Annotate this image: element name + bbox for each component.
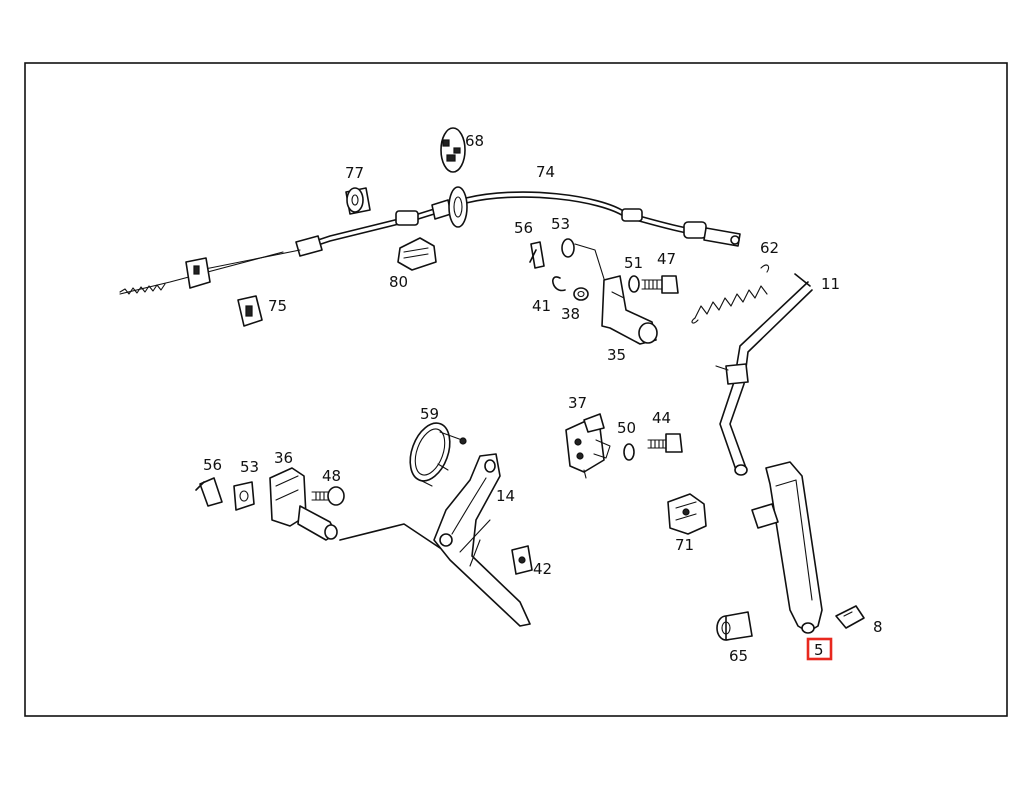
part-65-switch[interactable]	[716, 611, 753, 641]
part-71-sensor[interactable]	[667, 493, 707, 535]
part-14-pedal-lever[interactable]	[433, 453, 531, 627]
part-35-bracket[interactable]	[574, 243, 658, 345]
part-56-clip-top[interactable]	[529, 241, 545, 269]
part-50-washer[interactable]	[623, 443, 635, 461]
part-8-clip[interactable]	[835, 605, 865, 629]
part-53-gasket-top[interactable]	[561, 238, 575, 258]
part-77-bush[interactable]	[345, 187, 371, 215]
label-51[interactable]: 51	[624, 254, 643, 272]
highlight-box-5	[806, 637, 833, 661]
label-35[interactable]: 35	[607, 346, 626, 364]
label-44[interactable]: 44	[652, 409, 671, 427]
part-74-disc[interactable]	[448, 186, 468, 228]
label-41[interactable]: 41	[532, 297, 551, 315]
label-38[interactable]: 38	[561, 305, 580, 323]
label-75[interactable]: 75	[268, 297, 287, 315]
cable-end-clip	[185, 257, 211, 289]
part-38-washer[interactable]	[573, 287, 589, 301]
label-48[interactable]: 48	[322, 467, 341, 485]
label-56-left[interactable]: 56	[203, 456, 222, 474]
part-56-clip-left[interactable]	[195, 477, 223, 507]
part-5-pedal[interactable]	[751, 461, 823, 634]
label-80[interactable]: 80	[389, 273, 408, 291]
part-51-washer[interactable]	[628, 275, 640, 293]
label-14[interactable]: 14	[496, 487, 515, 505]
label-71[interactable]: 71	[675, 536, 694, 554]
label-56-top[interactable]: 56	[514, 219, 533, 237]
part-59-cover[interactable]	[403, 418, 467, 487]
part-48-bolt[interactable]	[311, 486, 345, 506]
part-75-clip[interactable]	[237, 295, 263, 327]
label-42[interactable]: 42	[533, 560, 552, 578]
part-11-rod[interactable]	[715, 273, 813, 476]
label-50[interactable]: 50	[617, 419, 636, 437]
part-47-bolt[interactable]	[641, 275, 679, 294]
diagram-frame	[24, 62, 1008, 717]
label-53-left[interactable]: 53	[240, 458, 259, 476]
part-36-mount[interactable]	[269, 467, 441, 549]
label-8[interactable]: 8	[873, 618, 883, 636]
part-44-bolt[interactable]	[647, 433, 683, 453]
part-68-grommet[interactable]	[440, 127, 466, 173]
label-11[interactable]: 11	[821, 275, 840, 293]
part-74-cable[interactable]	[119, 191, 741, 295]
label-68[interactable]: 68	[465, 132, 484, 150]
label-74[interactable]: 74	[536, 163, 555, 181]
part-41-ring[interactable]	[552, 276, 566, 292]
label-59[interactable]: 59	[420, 405, 439, 423]
part-37-switch[interactable]	[565, 413, 611, 479]
label-62[interactable]: 62	[760, 239, 779, 257]
part-53-gasket-left[interactable]	[233, 481, 255, 511]
label-77[interactable]: 77	[345, 164, 364, 182]
part-62-spring[interactable]	[691, 264, 770, 324]
label-37[interactable]: 37	[568, 394, 587, 412]
label-65[interactable]: 65	[729, 647, 748, 665]
label-53-top[interactable]: 53	[551, 215, 570, 233]
label-47[interactable]: 47	[657, 250, 676, 268]
part-42-clip[interactable]	[511, 545, 533, 575]
part-80-bracket[interactable]	[397, 237, 437, 271]
label-5[interactable]: 5	[814, 641, 824, 659]
label-36[interactable]: 36	[274, 449, 293, 467]
